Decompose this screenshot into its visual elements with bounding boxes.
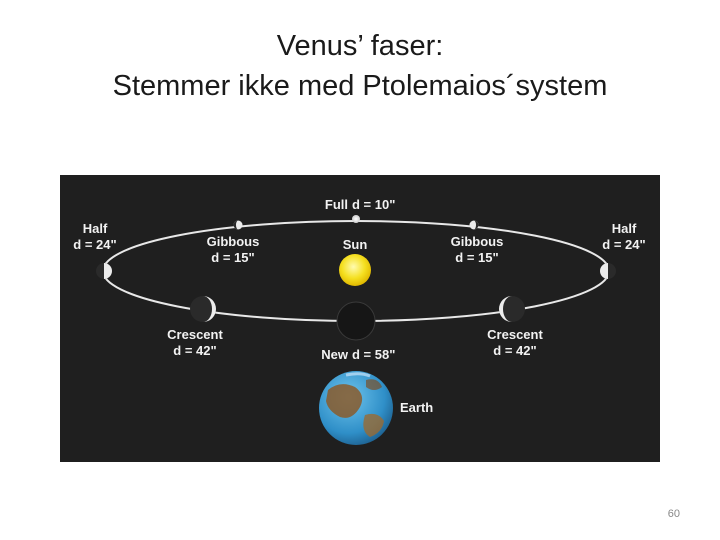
sun-icon [339, 254, 371, 286]
crescent-right-label: Crescent [487, 327, 543, 342]
half-left-diameter-label: d = 24" [73, 237, 116, 252]
page-number: 60 [667, 508, 680, 520]
gibbous-right-label: Gibbous [451, 234, 504, 249]
diagram-canvas: Full d = 10" Half d = 24" Half d = 24" G… [73, 197, 646, 445]
half-right-label: Half [612, 221, 637, 236]
venus-half-left-phase [96, 263, 112, 279]
half-left-label: Half [83, 221, 108, 236]
crescent-left-label: Crescent [167, 327, 223, 342]
gibbous-left-label: Gibbous [207, 234, 260, 249]
venus-crescent-left-phase [190, 296, 216, 322]
earth-label: Earth [400, 400, 433, 415]
slide-title-line-1: Venus’ faser: [276, 30, 444, 62]
new-diameter-label: d = 58" [352, 347, 395, 362]
new-label: New [321, 347, 349, 362]
half-right-diameter-label: d = 24" [602, 237, 645, 252]
full-label: Full [325, 197, 348, 212]
venus-crescent-right-phase [499, 296, 525, 322]
gibbous-right-diameter-label: d = 15" [455, 250, 498, 265]
crescent-left-diameter-label: d = 42" [173, 343, 216, 358]
full-diameter-label: d = 10" [352, 197, 395, 212]
slide-title: Venus’ faser: Stemmer ikke med Ptolemaio… [0, 26, 720, 106]
earth-icon [319, 371, 393, 445]
venus-phases-diagram: Full d = 10" Half d = 24" Half d = 24" G… [60, 175, 660, 462]
crescent-right-diameter-label: d = 42" [493, 343, 536, 358]
venus-half-right-phase [600, 263, 616, 279]
gibbous-left-diameter-label: d = 15" [211, 250, 254, 265]
venus-new-phase [336, 301, 376, 341]
venus-gibbous-right-phase [469, 220, 479, 230]
venus-full-phase [352, 215, 360, 223]
venus-gibbous-left-phase [233, 220, 243, 230]
slide-title-line-2: Stemmer ikke med Ptolemaios´system [112, 70, 608, 102]
sun-label: Sun [343, 237, 368, 252]
